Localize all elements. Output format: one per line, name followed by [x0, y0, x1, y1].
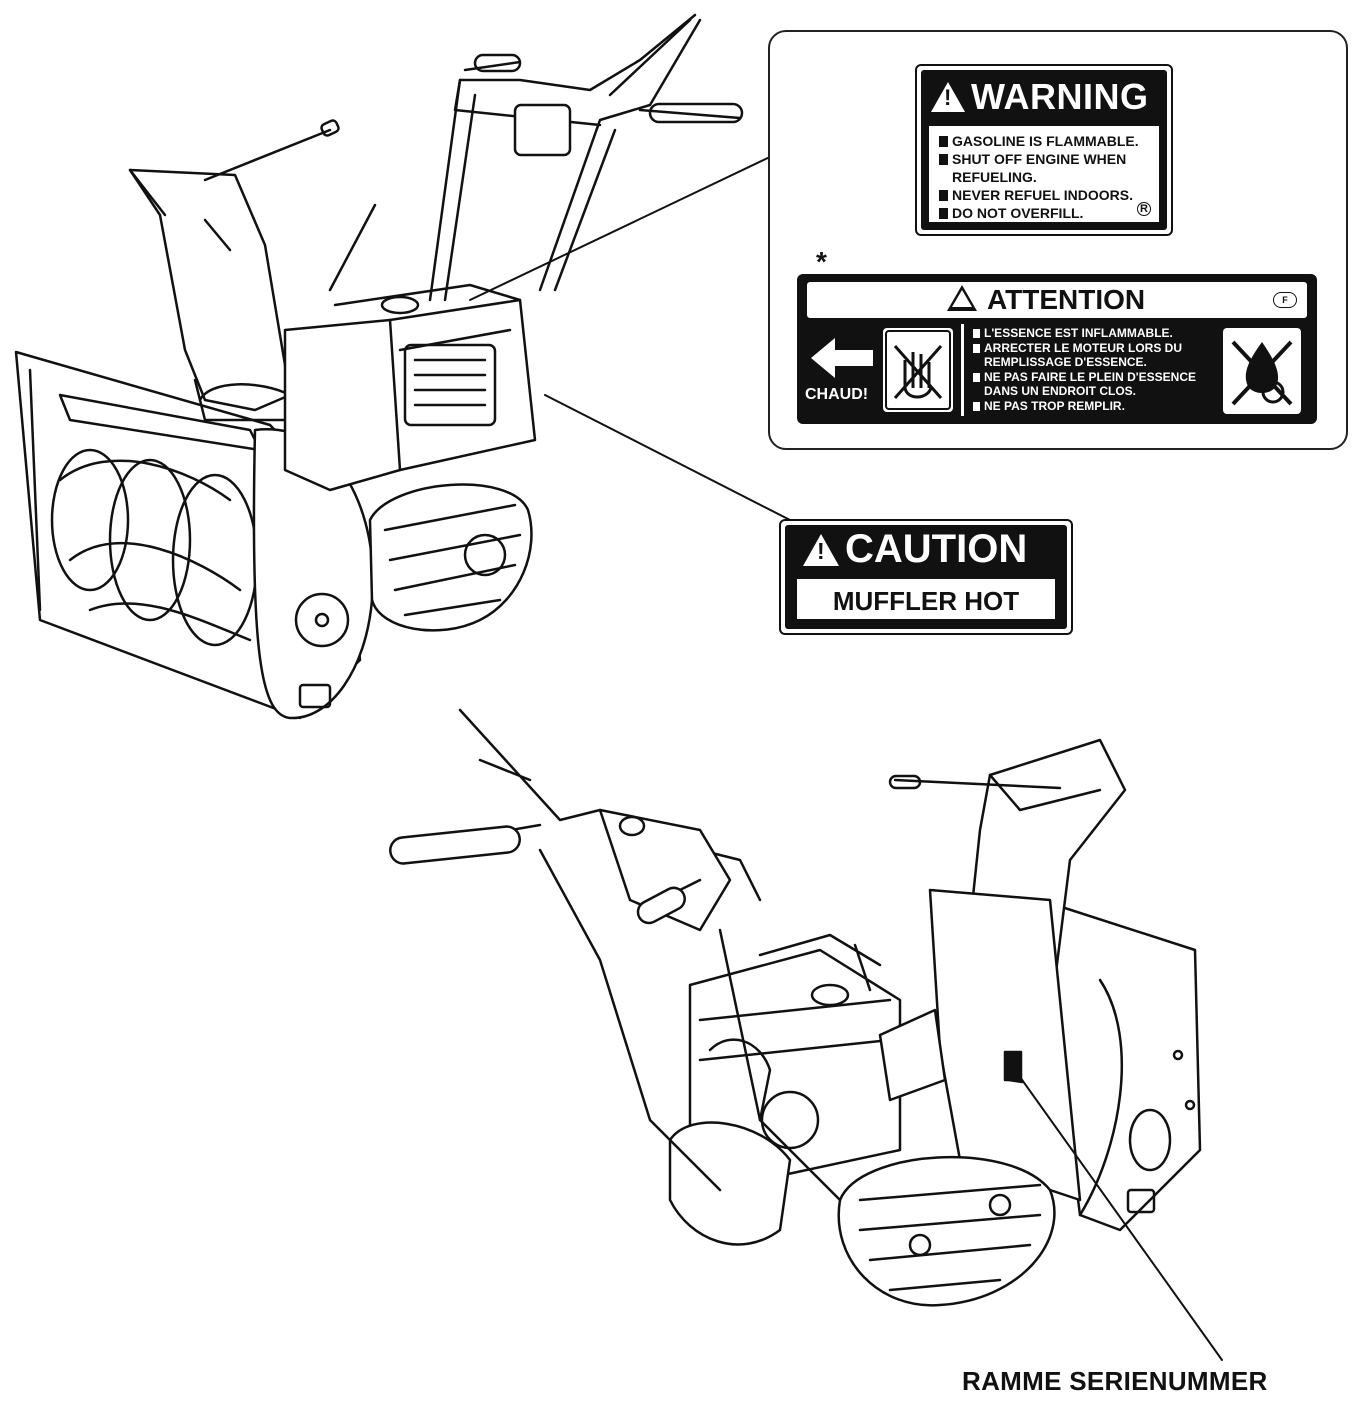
- serial-number-label: RAMME SERIENUMMER: [962, 1366, 1268, 1396]
- arrow-left-icon: [811, 338, 873, 378]
- attention-divider: [961, 324, 964, 416]
- no-flame-icon: [1223, 328, 1301, 414]
- warning-decal: WARNING GASOLINE IS FLAMMABLE. SHUT OFF …: [915, 64, 1173, 236]
- warning-triangle-icon: [931, 82, 965, 112]
- asterisk-note: *: [816, 246, 827, 277]
- caution-body-text: MUFFLER HOT: [797, 579, 1055, 619]
- attention-title-bar: ATTENTION F: [807, 282, 1307, 318]
- warning-text-block: GASOLINE IS FLAMMABLE. SHUT OFF ENGINE W…: [929, 126, 1159, 222]
- front-snowblower-drawing: [14, 13, 744, 720]
- warning-heading: WARNING: [931, 76, 1149, 118]
- attention-heading: ATTENTION: [947, 282, 1145, 318]
- attention-text-block: L'ESSENCE EST INFLAMMABLE. ARRECTER LE M…: [973, 326, 1196, 413]
- caution-triangle-icon: [947, 285, 977, 311]
- warning-line: GASOLINE IS FLAMMABLE.: [939, 132, 1153, 150]
- caution-heading: CAUTION: [803, 527, 1027, 572]
- attention-mark: F: [1273, 292, 1297, 308]
- hot-warning-text: CHAUD!: [805, 386, 869, 403]
- warning-mark: R: [1137, 202, 1151, 216]
- attention-decal: ATTENTION F CHAUD! L'ESSENCE EST INFLAMM…: [797, 274, 1317, 424]
- rear-snowblower-drawing: [389, 708, 1202, 1307]
- warning-line: NEVER REFUEL INDOORS.: [939, 186, 1153, 204]
- no-touch-hand-icon: [883, 328, 953, 412]
- warning-line: SHUT OFF ENGINE WHEN: [939, 150, 1153, 168]
- caution-decal: CAUTION MUFFLER HOT: [779, 519, 1073, 635]
- warning-triangle-icon: [803, 533, 839, 566]
- warning-line: REFUELING.: [952, 169, 1037, 185]
- warning-line: DO NOT OVERFILL.: [939, 204, 1153, 222]
